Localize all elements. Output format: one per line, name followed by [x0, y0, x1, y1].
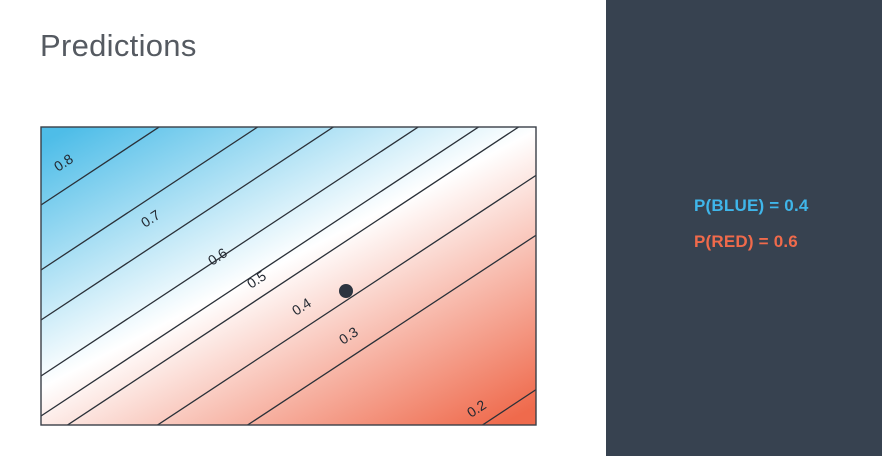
plot-border: [40, 126, 537, 426]
prediction-point: [339, 284, 353, 298]
contour-line-0.8: [41, 127, 161, 206]
prediction-contour-plot: 0.8 0.7 0.6 0.5 0.4 0.3 0.2: [40, 126, 537, 426]
contour-line-0.4: [41, 127, 480, 417]
plot-area: [41, 127, 536, 425]
contour-line-0.6: [41, 127, 335, 321]
blue-probability: P(BLUE) = 0.4: [694, 196, 809, 215]
red-probability: P(RED) = 0.6: [694, 232, 798, 251]
contour-line-0.5: [41, 127, 420, 377]
contour-line-0.3: [66, 127, 520, 425]
contour-line-0.2: [481, 388, 536, 425]
page-title: Predictions: [40, 28, 197, 63]
contour-line-0.25: [156, 174, 536, 425]
probability-panel: P(BLUE) = 0.4 P(RED) = 0.6: [606, 0, 882, 456]
contour-line-0.7: [41, 127, 259, 271]
contour-line-0.2a: [246, 234, 536, 425]
